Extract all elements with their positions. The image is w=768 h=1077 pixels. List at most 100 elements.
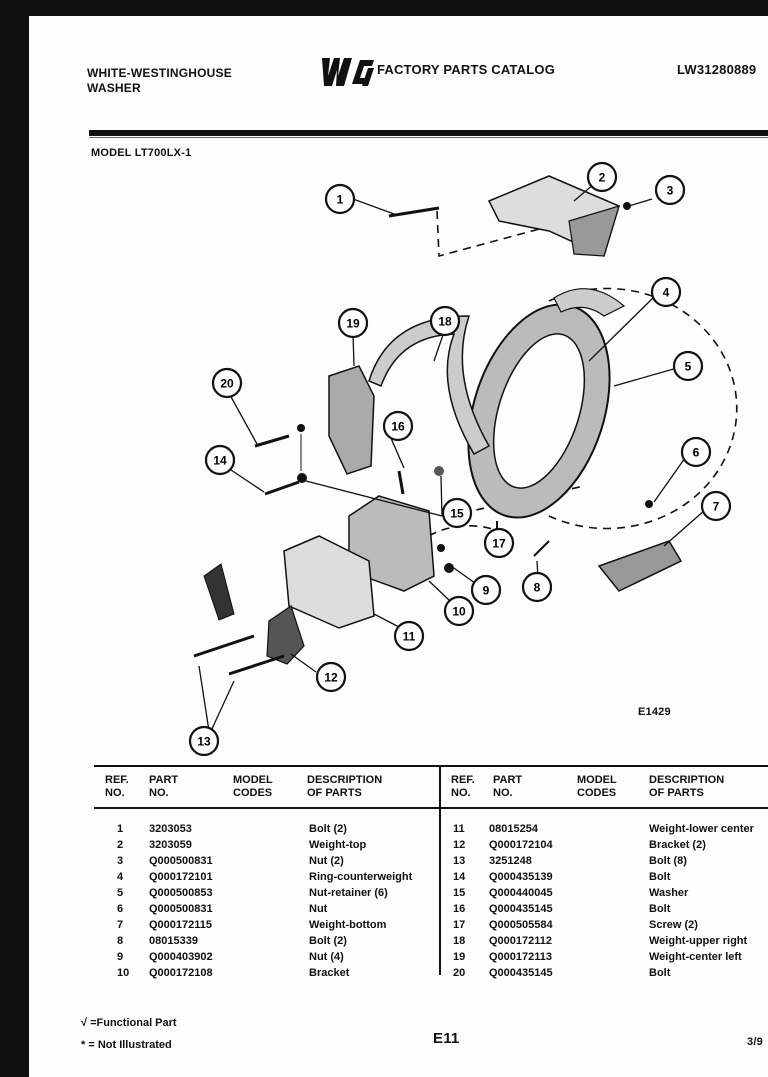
callout-18: 18 [429, 305, 461, 337]
cell-ref: 13 [453, 855, 466, 867]
cell-part: Q000440045 [489, 887, 553, 899]
legend-not-illustrated: * = Not Illustrated [81, 1039, 172, 1051]
page-fraction: 3/9 [747, 1036, 763, 1048]
callout-11: 11 [393, 620, 425, 652]
legend-functional-part: √ =Functional Part [81, 1017, 177, 1029]
cell-part: Q000172112 [489, 935, 553, 947]
callout-label: 4 [663, 286, 670, 300]
cell-ref: 16 [453, 903, 466, 915]
table-rule-top [94, 765, 768, 767]
table-row: 9 Q000403902 Nut (4) [29, 949, 768, 965]
washer-15 [434, 466, 444, 476]
cell-desc: Nut (4) [309, 951, 344, 963]
cell-ref: 8 [117, 935, 124, 947]
callout-17: 17 [483, 527, 515, 559]
callout-15: 15 [441, 497, 473, 529]
callout-label: 9 [483, 584, 490, 598]
callout-label: 7 [713, 500, 720, 514]
callout-label: 1 [337, 193, 344, 207]
callout-20: 20 [211, 367, 243, 399]
cell-desc: Nut (2) [309, 855, 344, 867]
callout-label: 11 [403, 630, 416, 644]
callout-6: 6 [680, 436, 712, 468]
cell-part: 3203059 [149, 839, 192, 851]
cell-part: Q000505584 [489, 919, 553, 931]
cell-part: Q000435139 [489, 871, 553, 883]
cell-ref: 19 [453, 951, 466, 963]
col-part-left: PART NO. [149, 774, 179, 799]
callout-10: 10 [443, 595, 475, 627]
cell-part: 08015339 [149, 935, 198, 947]
nut-9a [437, 544, 445, 552]
cell-desc: Weight-lower center [649, 823, 754, 835]
cell-part: Q000500853 [149, 887, 213, 899]
table-rule-header [94, 807, 768, 809]
bolt-13b [228, 654, 285, 676]
brand-block: WHITE-WESTINGHOUSE WASHER [87, 66, 287, 96]
col-model-left: MODEL CODES [233, 774, 273, 799]
cell-ref: 4 [117, 871, 124, 883]
cell-desc: Weight-upper right [649, 935, 748, 947]
callout-label: 6 [693, 446, 700, 460]
callout-label: 5 [685, 360, 692, 374]
bolt-16 [397, 470, 405, 495]
col-part-right: PART NO. [493, 774, 523, 799]
callout-5: 5 [672, 350, 704, 382]
callout-1: 1 [324, 183, 356, 215]
legend: √ =Functional Part * = Not Illustrated [81, 1012, 177, 1056]
cell-ref: 6 [117, 903, 124, 915]
cell-part: Q000172104 [489, 839, 553, 851]
callout-14: 14 [204, 444, 236, 476]
callout-label: 12 [324, 671, 338, 685]
cell-part: Q000500831 [149, 855, 213, 867]
cell-ref: 9 [117, 951, 124, 963]
cell-ref: 10 [117, 967, 130, 979]
cell-ref: 5 [117, 887, 124, 899]
callout-label: 16 [391, 420, 405, 434]
callout-label: 13 [197, 735, 211, 749]
cell-part: Q000403902 [149, 951, 213, 963]
cell-desc: Washer [649, 887, 689, 899]
callout-label: 18 [438, 315, 452, 329]
cell-part: Q000172101 [149, 871, 213, 883]
cell-part: 3203053 [149, 823, 192, 835]
callout-label: 3 [667, 184, 674, 198]
callout-3: 3 [654, 174, 686, 206]
cell-part: 3251248 [489, 855, 532, 867]
cell-ref: 7 [117, 919, 124, 931]
callout-label: 19 [346, 317, 360, 331]
diagram-code: E1429 [638, 706, 671, 718]
callout-label: 8 [534, 581, 541, 595]
bolt-14 [264, 480, 300, 496]
bolt-1 [388, 206, 440, 218]
cell-ref: 17 [453, 919, 466, 931]
cell-desc: Nut [309, 903, 328, 915]
callout-label: 20 [220, 377, 234, 391]
cell-desc: Screw (2) [649, 919, 698, 931]
cell-ref: 20 [453, 967, 466, 979]
col-ref-left: REF. NO. [105, 774, 129, 799]
nut-3 [623, 202, 631, 210]
model-number: MODEL LT700LX-1 [91, 147, 192, 159]
callout-7: 7 [700, 490, 732, 522]
cell-ref: 11 [453, 823, 465, 835]
col-ref-right: REF. NO. [451, 774, 475, 799]
callout-16: 16 [382, 410, 414, 442]
cell-ref: 1 [117, 823, 124, 835]
weight-upper-right [368, 315, 491, 456]
cell-desc: Weight-bottom [309, 919, 387, 931]
ring-retainer-bracket [553, 288, 626, 317]
cell-part: 08015254 [489, 823, 538, 835]
